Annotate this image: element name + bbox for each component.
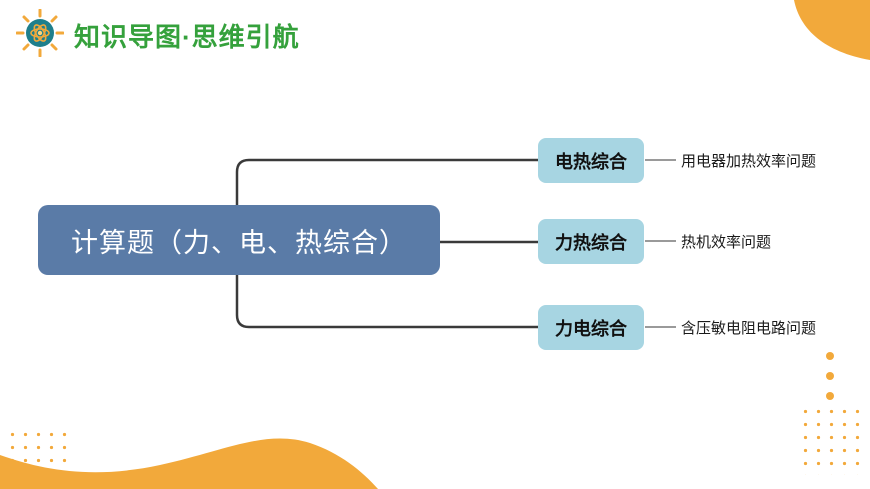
accent-dot bbox=[826, 372, 834, 380]
branch-detail-label: 热机效率问题 bbox=[681, 234, 772, 251]
branch-detail-text: 用电器加热效率问题 bbox=[681, 138, 816, 183]
branch-detail-label: 用电器加热效率问题 bbox=[681, 153, 817, 170]
top-right-corner-shape bbox=[794, 0, 870, 60]
dot-grid-bottom-right bbox=[799, 405, 865, 475]
branch-detail-text: 含压敏电阻电路问题 bbox=[681, 305, 816, 350]
accent-dot bbox=[826, 392, 834, 400]
bottom-left-wave-shape bbox=[0, 438, 378, 489]
branch-detail-line bbox=[645, 326, 676, 328]
branch-node-label: 力热综合 bbox=[555, 232, 627, 253]
accent-dot bbox=[826, 352, 834, 360]
page-title: 知识导图·思维引航 bbox=[74, 22, 300, 52]
branch-node-force-heat: 力热综合 bbox=[538, 219, 644, 264]
branch-node-label: 力电综合 bbox=[555, 318, 627, 339]
branch-node-force-electric: 力电综合 bbox=[538, 305, 644, 350]
atom-sun-icon bbox=[16, 9, 64, 57]
branch-node-electric-heat: 电热综合 bbox=[538, 138, 644, 183]
branch-detail-label: 含压敏电阻电路问题 bbox=[681, 320, 817, 337]
root-node-label: 计算题（力、电、热综合） bbox=[71, 227, 407, 258]
branch-detail-line bbox=[645, 240, 676, 242]
branch-detail-text: 热机效率问题 bbox=[681, 219, 771, 264]
branch-node-label: 电热综合 bbox=[555, 151, 627, 172]
dot-grid-bottom-left bbox=[6, 428, 68, 486]
root-node: 计算题（力、电、热综合） bbox=[38, 205, 440, 275]
branch-detail-line bbox=[645, 159, 676, 161]
